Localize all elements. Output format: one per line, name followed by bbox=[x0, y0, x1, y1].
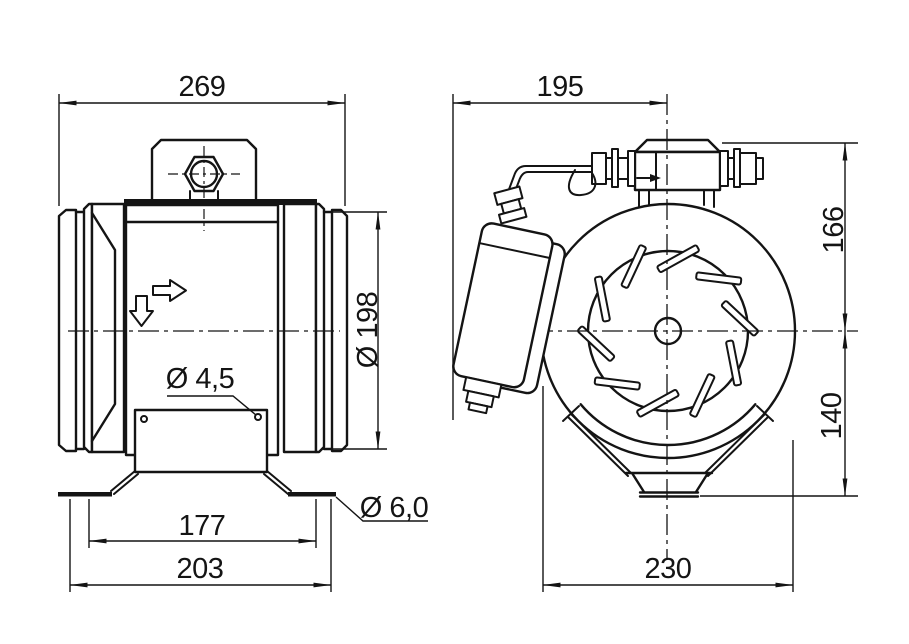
overall-width-label: 269 bbox=[179, 71, 226, 103]
bracket-hole-left bbox=[140, 415, 148, 423]
bracket-hole-label: Ø 4,5 bbox=[166, 363, 234, 395]
foot-span-label: 203 bbox=[177, 553, 224, 585]
dim-center-to-top: 166 bbox=[722, 142, 858, 332]
cable-loop bbox=[567, 169, 597, 197]
bracket-legs bbox=[110, 470, 292, 495]
dim-overall-width: 269 bbox=[58, 71, 346, 206]
conduit-tube bbox=[507, 165, 593, 195]
cable-gland-right bbox=[719, 148, 764, 188]
wiring-arrow-icon bbox=[650, 174, 661, 182]
gland-tip bbox=[755, 157, 764, 180]
junction-box-lid bbox=[633, 138, 722, 154]
junction-box-front bbox=[591, 138, 764, 192]
strap-left bbox=[562, 405, 632, 477]
gland-body bbox=[617, 157, 629, 180]
center-to-bottom-label: 140 bbox=[816, 393, 848, 440]
inlet-venturi-lines bbox=[90, 211, 117, 443]
center-to-top-label: 166 bbox=[818, 207, 850, 254]
impeller-blade bbox=[689, 373, 716, 418]
impeller-blades bbox=[577, 244, 759, 418]
dim-foot-span: 203 bbox=[69, 499, 332, 592]
junction-box-legs bbox=[638, 189, 715, 209]
bracket-plate-front bbox=[624, 471, 714, 494]
airflow-arrow-right-icon bbox=[152, 279, 187, 302]
dim-duct-diameter: Ø 198 bbox=[328, 211, 387, 450]
side-view: 269 Ø 198 Ø 4,5 177 203 Ø 6,0 bbox=[57, 71, 429, 592]
dim-bracket-hole: Ø 4,5 bbox=[166, 363, 257, 416]
bracket-span-label: 230 bbox=[645, 553, 692, 585]
strap-right bbox=[704, 405, 774, 477]
hole-spacing-label: 177 bbox=[179, 510, 226, 542]
mounting-bracket-side bbox=[58, 408, 336, 497]
bracket-foot-left bbox=[58, 492, 112, 497]
capacitor bbox=[452, 222, 566, 415]
duct-spigot-left bbox=[57, 208, 78, 453]
dim-edge-to-center: 195 bbox=[452, 71, 668, 420]
impeller-blade bbox=[636, 389, 680, 418]
impeller-blade bbox=[594, 275, 611, 323]
mounting-bracket-front bbox=[562, 405, 774, 498]
dim-hole-spacing: 177 bbox=[88, 499, 317, 548]
bracket-foot-right bbox=[288, 492, 336, 497]
gland-base bbox=[627, 150, 636, 187]
impeller-blade bbox=[593, 376, 641, 391]
extension-lines bbox=[542, 386, 794, 592]
flange-ring-right bbox=[314, 202, 326, 454]
extension-lines bbox=[69, 499, 332, 592]
junction-box-body bbox=[633, 150, 722, 192]
impeller-blade bbox=[656, 244, 700, 273]
leader-line bbox=[335, 496, 428, 522]
impeller-blade bbox=[695, 271, 743, 286]
impeller-blade bbox=[720, 300, 759, 337]
bracket-hole-right bbox=[254, 413, 262, 421]
gland-nut bbox=[739, 152, 757, 185]
front-view: 195 166 140 230 bbox=[452, 71, 858, 592]
clamp-band bbox=[124, 199, 317, 205]
leader-line bbox=[167, 395, 257, 416]
fitting-base bbox=[497, 207, 528, 225]
dim-foot-hole: Ø 6,0 bbox=[335, 492, 429, 524]
capacitor-conduit bbox=[493, 165, 597, 225]
duct-diameter-label: Ø 198 bbox=[352, 292, 384, 369]
casing-seam-arc bbox=[579, 403, 757, 447]
bracket-foot-front bbox=[638, 491, 700, 498]
impeller-blade bbox=[620, 244, 647, 289]
dim-bracket-span: 230 bbox=[542, 386, 794, 592]
cable-gland-left bbox=[591, 148, 636, 188]
foot-hole-label: Ø 6,0 bbox=[360, 492, 428, 524]
conduit-fittings bbox=[493, 185, 528, 225]
impeller-blade bbox=[577, 325, 616, 362]
bracket-plate bbox=[133, 408, 269, 474]
dim-center-to-bottom: 140 bbox=[700, 330, 858, 497]
extension-lines bbox=[58, 94, 346, 206]
gland-mount-lines bbox=[189, 190, 219, 201]
capacitor-seam bbox=[478, 242, 551, 260]
impeller bbox=[577, 244, 759, 418]
cone-section-right bbox=[282, 202, 318, 454]
gland-base bbox=[719, 150, 729, 187]
capacitor-terminal-tip bbox=[467, 401, 489, 415]
impeller-blade bbox=[725, 339, 742, 387]
spigot-left-connectors bbox=[74, 210, 86, 451]
airflow-arrow-down-icon bbox=[129, 295, 154, 327]
edge-to-center-label: 195 bbox=[537, 71, 584, 103]
